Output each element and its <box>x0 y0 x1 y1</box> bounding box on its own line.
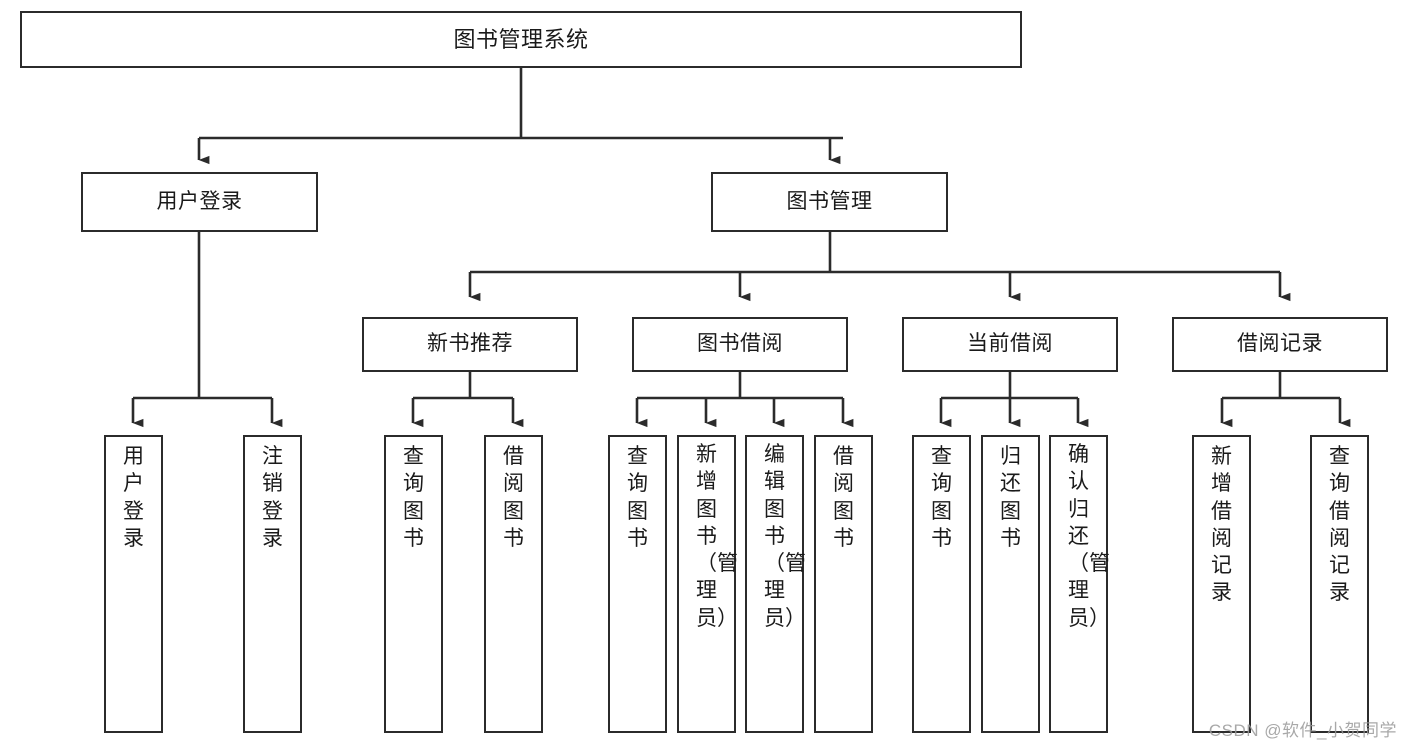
node-user-login[interactable]: 用户登录 <box>81 172 318 232</box>
node-label: 当前借阅 <box>967 332 1053 356</box>
node-new-book-recommend[interactable]: 新书推荐 <box>362 317 578 372</box>
leaf-query-borrow-record[interactable]: 查询借阅记录 <box>1310 435 1369 733</box>
node-current-borrow[interactable]: 当前借阅 <box>902 317 1118 372</box>
leaf-edit-book-admin[interactable]: 编辑图书（管理员） <box>745 435 806 733</box>
node-label: 借阅图书 <box>503 445 524 550</box>
node-label: 图书管理 <box>786 189 873 213</box>
node-root-book-management-system[interactable]: 图书管理系统 <box>20 11 1022 68</box>
leaf-borrow-book-recommend[interactable]: 借阅图书 <box>484 435 543 733</box>
node-label: 确认归还（管理员） <box>1068 443 1110 630</box>
leaf-add-borrow-record[interactable]: 新增借阅记录 <box>1192 435 1251 733</box>
leaf-borrow-book[interactable]: 借阅图书 <box>814 435 873 733</box>
node-label: 用户登录 <box>156 189 243 213</box>
node-label: 新增图书（管理员） <box>696 443 738 630</box>
leaf-query-book-current[interactable]: 查询图书 <box>912 435 971 733</box>
node-label: 查询借阅记录 <box>1329 445 1350 605</box>
node-book-management[interactable]: 图书管理 <box>711 172 948 232</box>
leaf-logout[interactable]: 注销登录 <box>243 435 302 733</box>
node-label: 归还图书 <box>1000 445 1021 550</box>
leaf-return-book[interactable]: 归还图书 <box>981 435 1040 733</box>
node-label: 用户登录 <box>123 445 144 550</box>
node-borrow-record[interactable]: 借阅记录 <box>1172 317 1388 372</box>
node-label: 借阅记录 <box>1237 332 1323 356</box>
node-label: 编辑图书（管理员） <box>764 443 806 630</box>
leaf-user-login[interactable]: 用户登录 <box>104 435 163 733</box>
node-label: 图书管理系统 <box>453 26 589 52</box>
node-label: 注销登录 <box>262 445 283 550</box>
node-label: 查询图书 <box>627 445 648 550</box>
node-label: 图书借阅 <box>697 332 783 356</box>
node-label: 查询图书 <box>403 445 424 550</box>
node-book-borrow[interactable]: 图书借阅 <box>632 317 848 372</box>
watermark: CSDN @软件_小贺同学 <box>1208 721 1397 740</box>
leaf-query-book-recommend[interactable]: 查询图书 <box>384 435 443 733</box>
leaf-add-book-admin[interactable]: 新增图书（管理员） <box>677 435 738 733</box>
leaf-query-book-borrow[interactable]: 查询图书 <box>608 435 667 733</box>
node-label: 查询图书 <box>931 445 952 550</box>
node-label: 新增借阅记录 <box>1211 445 1232 605</box>
leaf-confirm-return-admin[interactable]: 确认归还（管理员） <box>1049 435 1110 733</box>
node-label: 借阅图书 <box>833 445 854 550</box>
node-label: 新书推荐 <box>427 332 513 356</box>
